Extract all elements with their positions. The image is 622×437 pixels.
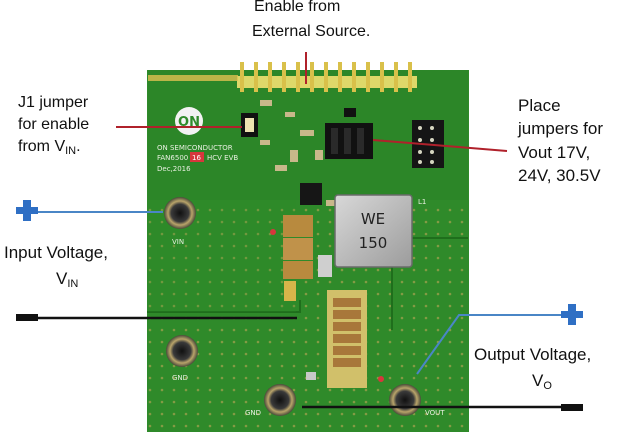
j1-line2: for enable: [18, 116, 90, 133]
silkscreen-text: ON SEMICONDUCTOR FAN6500 16 HCV EVB Dec,…: [157, 144, 238, 173]
output-capacitors: [306, 290, 384, 388]
place-line1: Place: [518, 96, 561, 115]
j1-jumper: [241, 113, 258, 137]
j1-line3: from VIN.: [18, 138, 81, 157]
controller-ic: [300, 183, 322, 205]
on-logo: ON: [175, 107, 203, 135]
place-line2: jumpers for: [518, 119, 604, 139]
svg-text:VOUT: VOUT: [425, 409, 445, 417]
minus-marker-output: [561, 404, 583, 411]
plus-marker-input: [16, 200, 38, 221]
svg-text:ON SEMICONDUCTOR: ON SEMICONDUCTOR: [157, 144, 233, 152]
input-line2: VIN: [56, 269, 79, 291]
svg-text:HCV EVB: HCV EVB: [207, 154, 238, 162]
svg-text:GND: GND: [172, 374, 188, 382]
minus-marker-input: [16, 314, 38, 321]
svg-text:Dec,2016: Dec,2016: [157, 165, 191, 173]
plus-marker-output: [561, 304, 583, 325]
place-jumpers-annotation: Place jumpers for Vout 17V, 24V, 30.5V: [518, 95, 603, 186]
svg-text:WE: WE: [361, 210, 385, 228]
svg-text:L1: L1: [418, 198, 426, 206]
svg-text:GND: GND: [245, 409, 261, 417]
callout-lines: [38, 52, 571, 409]
svg-text:16: 16: [192, 154, 201, 162]
input-voltage-annotation: Input Voltage, VIN: [4, 242, 108, 292]
terminal-vin: VIN: [164, 197, 196, 246]
svg-text:VIN: VIN: [172, 238, 184, 246]
inductor: WE 150 L1: [334, 194, 426, 268]
j1-annotation: J1 jumper for enable from VIN.: [18, 93, 89, 159]
input-capacitors: [270, 215, 332, 301]
place-line4: 24V, 30.5V: [518, 165, 601, 185]
svg-text:150: 150: [359, 234, 388, 252]
svg-text:FAN6500: FAN6500: [157, 154, 188, 162]
output-voltage-annotation: Output Voltage, VO: [474, 344, 591, 394]
header-pins: [148, 62, 417, 92]
input-line1: Input Voltage,: [4, 243, 108, 262]
components: [260, 100, 336, 206]
output-line2: VO: [532, 371, 552, 393]
output-line1: Output Voltage,: [474, 345, 592, 364]
enable-external-line2: External Source.: [252, 23, 371, 40]
j1-line1: J1 jumper: [18, 94, 89, 111]
terminal-gnd-left: GND: [166, 335, 198, 382]
place-line3: Vout 17V,: [518, 142, 591, 162]
enable-external-line1: Enable from: [254, 0, 341, 15]
terminal-gnd-bottom: GND: [245, 384, 296, 417]
